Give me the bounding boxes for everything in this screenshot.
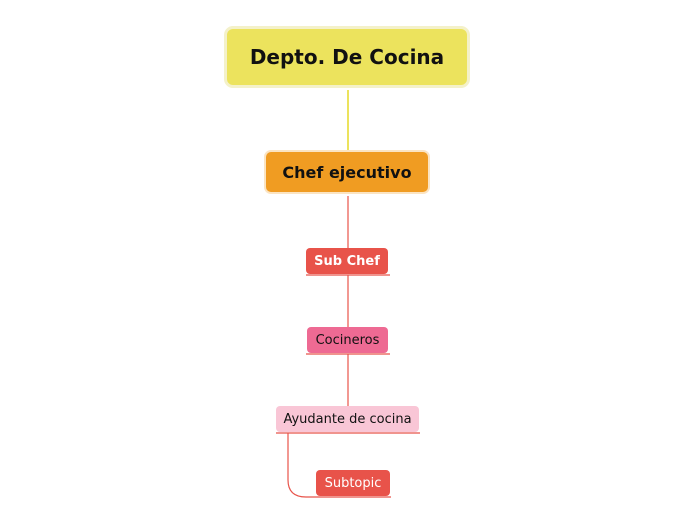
topic-ayudante-de-cocina[interactable]: Ayudante de cocina bbox=[276, 406, 419, 432]
topic-subtopic-label: Subtopic bbox=[324, 475, 382, 491]
topic-sub-chef-label: Sub Chef bbox=[314, 253, 380, 269]
topic-ayudante-label: Ayudante de cocina bbox=[283, 411, 412, 427]
root-topic-depto-cocina[interactable]: Depto. De Cocina bbox=[224, 26, 470, 88]
topic-chef-ejecutivo-label: Chef ejecutivo bbox=[282, 162, 412, 182]
topic-cocineros-label: Cocineros bbox=[315, 332, 380, 348]
topic-subtopic[interactable]: Subtopic bbox=[316, 470, 390, 496]
topic-chef-ejecutivo[interactable]: Chef ejecutivo bbox=[264, 150, 430, 194]
topic-cocineros[interactable]: Cocineros bbox=[307, 327, 388, 353]
connector-ayudante-subtopic bbox=[287, 433, 316, 498]
topic-sub-chef[interactable]: Sub Chef bbox=[306, 248, 388, 274]
root-topic-label: Depto. De Cocina bbox=[249, 45, 445, 69]
